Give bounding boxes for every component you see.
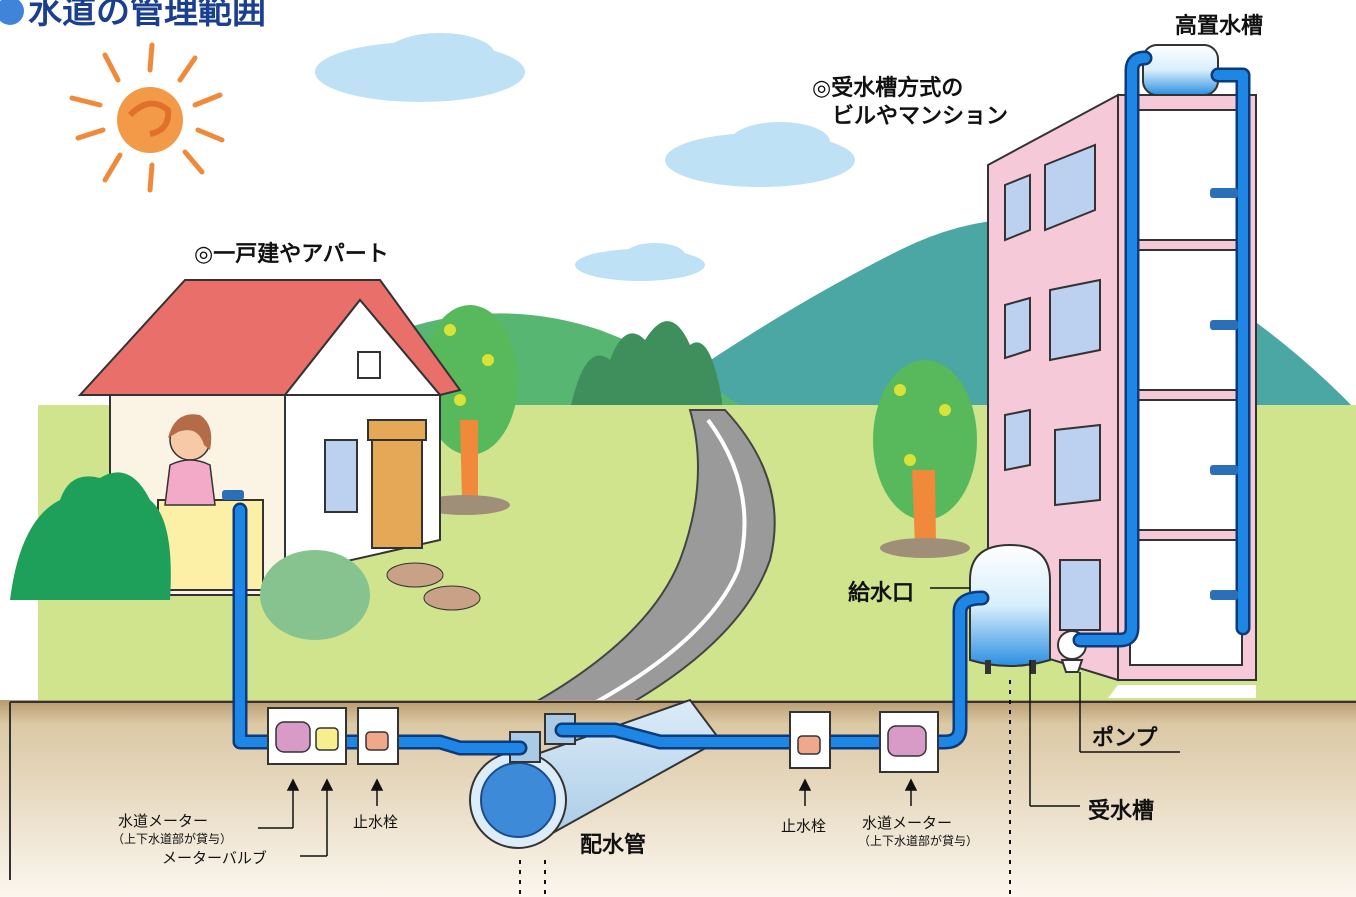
building-type-label-line1: ◎受水槽方式の [812, 76, 964, 101]
receiving-tank-icon [969, 543, 1051, 674]
tree-icon [420, 305, 977, 558]
meter-left-note: （上下水道部が貸与） [112, 832, 233, 846]
stop-valve-left-label: 止水栓 [353, 813, 399, 831]
sun-icon [69, 42, 225, 193]
water-meter-icon [275, 721, 927, 757]
house-type-label: ◎一戸建やアパート [194, 242, 389, 267]
high-tank-label: 高置水槽 [1175, 14, 1264, 39]
page-title: 水道の管理範囲 [0, 0, 266, 33]
woman-figure [164, 414, 216, 506]
meter-right-note: （上下水道部が貸与） [858, 834, 979, 848]
pump-label: ポンプ [1092, 726, 1158, 751]
high-tank-icon [1142, 44, 1219, 96]
title-bullet-icon [0, 0, 24, 25]
water-pipe [232, 50, 1251, 756]
building-type-label-line2: ビルやマンション [832, 104, 1009, 129]
pointer-arrow [258, 587, 1180, 857]
title-text: 水道の管理範囲 [28, 0, 266, 32]
meter-right-label: 水道メーター [862, 814, 953, 832]
bush-icon [10, 472, 370, 640]
main-pipe-label: 配水管 [580, 833, 647, 858]
stop-valve-right-label: 止水栓 [781, 817, 827, 835]
inlet-label: 給水口 [848, 581, 915, 606]
faucet-icon [222, 188, 1238, 600]
meter-left-label: 水道メーター [118, 812, 209, 830]
boundary-line [519, 680, 1011, 897]
meter-valve-label: メーターバルブ [162, 849, 267, 867]
cloud-icon [315, 33, 855, 281]
receiving-tank-label: 受水槽 [1088, 799, 1155, 824]
stop-valve-icon [365, 731, 821, 755]
meter-valve-icon [315, 727, 339, 751]
